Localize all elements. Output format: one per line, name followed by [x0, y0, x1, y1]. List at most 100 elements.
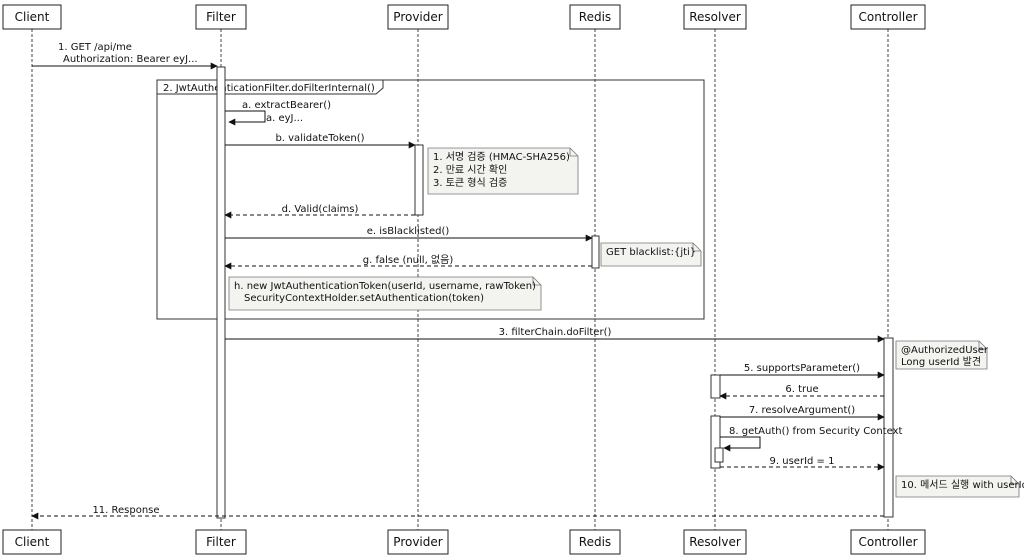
message-label: 11. Response [92, 505, 159, 516]
note-provider: 1. 서명 검증 (HMAC-SHA256)2. 만료 시간 확인3. 토큰 형… [427, 147, 579, 195]
message-mg: g. false (null, 없음) [224, 253, 592, 270]
activation-provider-1 [414, 144, 424, 216]
message-label: 9. userId = 1 [770, 456, 835, 467]
participant-label: Controller [858, 10, 917, 24]
note-fold [532, 277, 541, 286]
note-body [228, 276, 542, 311]
message-label: g. false (null, 없음) [363, 253, 454, 266]
participant-label: Client [15, 535, 50, 549]
self-message-arrow [720, 436, 761, 452]
participant-box [2, 529, 62, 555]
note-line: h. new JwtAuthenticationToken(userId, us… [234, 281, 536, 292]
participant-label: Redis [579, 10, 611, 24]
note-fold [978, 341, 987, 350]
participant-label: Resolver [689, 10, 741, 24]
message-me: e. isBlacklisted() [225, 226, 593, 242]
note-fold [569, 148, 578, 157]
note-body [600, 242, 702, 267]
participant-provider-bottom: Provider [387, 529, 449, 555]
self-message-arrow [225, 110, 266, 126]
message-mb: b. validateToken() [225, 133, 416, 149]
note-line: SecurityContextHolder.setAuthentication(… [244, 293, 484, 304]
participant-box [850, 4, 926, 30]
activation-resolver-6 [714, 447, 724, 463]
activation-filter-0 [216, 66, 226, 519]
note-line: GET blacklist:{jti} [606, 247, 696, 258]
note-body [427, 147, 579, 195]
participant-box [2, 4, 62, 30]
message-label: a. extractBearer() [242, 100, 331, 111]
participant-box [850, 529, 926, 555]
participant-resolver-bottom: Resolver [683, 529, 747, 555]
participant-resolver-top: Resolver [683, 4, 747, 30]
message-m9: 9. userId = 1 [720, 456, 885, 471]
participant-label: Resolver [689, 535, 741, 549]
message-label: 3. filterChain.doFilter() [499, 327, 612, 338]
message-m7: 7. resolveArgument() [720, 405, 885, 421]
note-line: 10. 메서드 실행 with userId [901, 479, 1024, 491]
participant-box [683, 529, 747, 555]
message-label: 6. true [785, 384, 818, 395]
frame-label: 2. JwtAuthenticationFilter.doFilterInter… [163, 83, 375, 94]
participant-provider-top: Provider [387, 4, 449, 30]
note-body [895, 340, 988, 370]
participant-controller-top: Controller [850, 4, 926, 30]
message-md: d. Valid(claims) [224, 204, 415, 219]
note-line: 2. 만료 시간 확인 [433, 164, 507, 176]
participant-filter-top: Filter [195, 4, 247, 30]
participant-label: Controller [858, 535, 917, 549]
participant-box [569, 529, 621, 555]
note-line: Long userId 발견 [901, 356, 981, 368]
message-label: e. isBlacklisted() [367, 226, 450, 237]
frame-border [156, 79, 705, 320]
message-label: a. eyJ... [266, 113, 303, 124]
message-m3: 3. filterChain.doFilter() [225, 327, 885, 343]
message-label: Authorization: Bearer eyJ... [63, 54, 198, 65]
note-fold [1010, 476, 1019, 485]
message-m5: 5. supportsParameter() [720, 363, 885, 379]
participant-box [195, 529, 247, 555]
message-label: b. validateToken() [275, 133, 364, 144]
frame-tab [156, 79, 384, 95]
activation-redis-2 [591, 235, 600, 269]
message-m6: 6. true [719, 384, 884, 400]
message-label: 8. getAuth() from Security Context [729, 426, 903, 437]
message-m11: 11. Response [31, 505, 884, 520]
note-filter: h. new JwtAuthenticationToken(userId, us… [228, 276, 542, 311]
participant-redis-top: Redis [569, 4, 621, 30]
participant-label: Provider [393, 535, 442, 549]
participant-box [387, 4, 449, 30]
message-m8: 8. getAuth() from Security Context [720, 426, 903, 452]
note-line: @AuthorizedUser [901, 345, 989, 356]
note-line: 3. 토큰 형식 검증 [433, 177, 507, 189]
participant-label: Filter [206, 535, 236, 549]
participant-box [387, 529, 449, 555]
activation-resolver-4 [710, 374, 721, 399]
participant-box [195, 4, 247, 30]
message-label: 5. supportsParameter() [744, 363, 860, 374]
participant-box [683, 4, 747, 30]
message-ma-ret: a. eyJ... [266, 113, 303, 124]
message-label: 7. resolveArgument() [749, 405, 855, 416]
participant-filter-bottom: Filter [195, 529, 247, 555]
fragment-frame: 2. JwtAuthenticationFilter.doFilterInter… [156, 79, 705, 320]
activation-controller-3 [883, 337, 894, 518]
participant-redis-bottom: Redis [569, 529, 621, 555]
activation-resolver-5 [710, 415, 721, 469]
participant-label: Client [15, 10, 50, 24]
participant-client-bottom: Client [2, 529, 62, 555]
note-controller-exec: 10. 메서드 실행 with userId [895, 475, 1024, 498]
note-body [895, 475, 1020, 498]
participant-client-top: Client [2, 4, 62, 30]
note-line: 1. 서명 검증 (HMAC-SHA256) [433, 151, 570, 163]
participant-label: Filter [206, 10, 236, 24]
note-redis: GET blacklist:{jti} [600, 242, 702, 267]
message-label: 1. GET /api/me [58, 42, 132, 53]
participant-label: Redis [579, 535, 611, 549]
message-label: d. Valid(claims) [282, 204, 359, 215]
participant-label: Provider [393, 10, 442, 24]
participant-box [569, 4, 621, 30]
